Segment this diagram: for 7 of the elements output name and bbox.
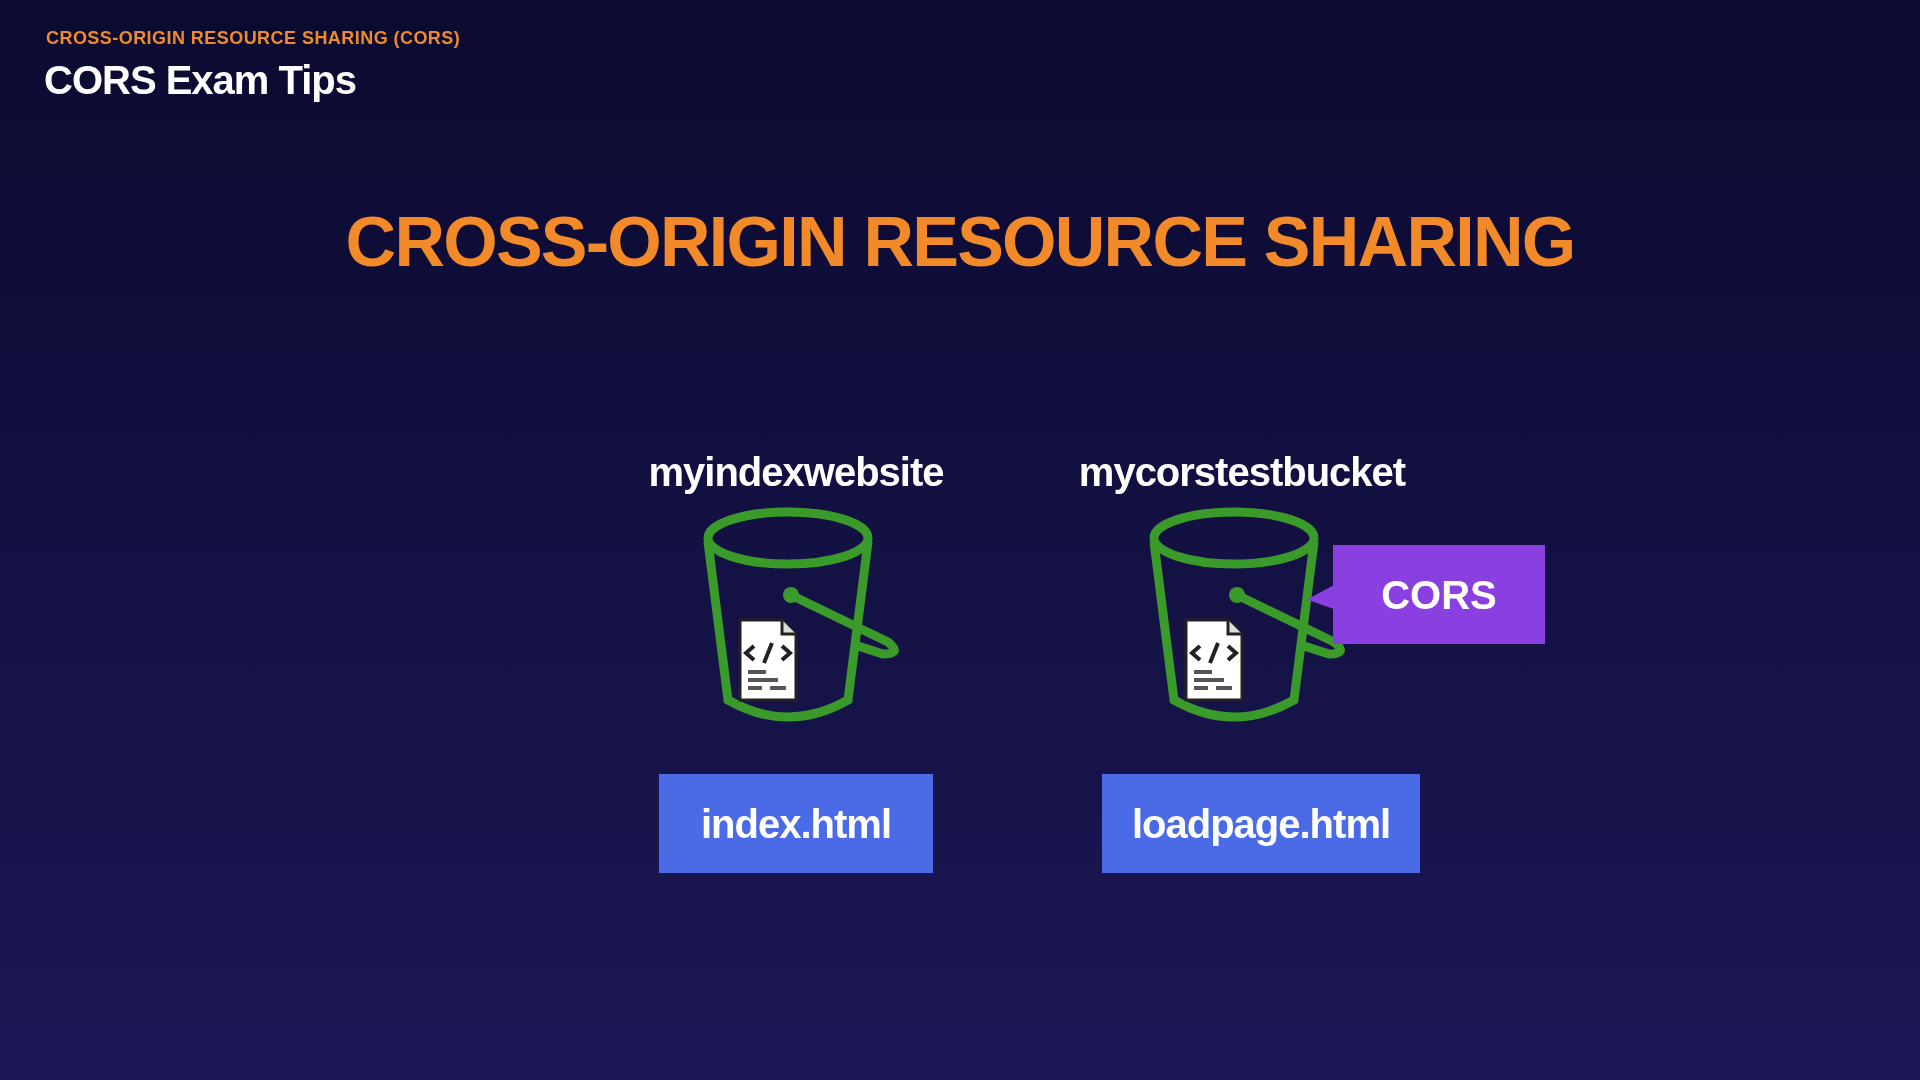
file-name-box: index.html xyxy=(659,774,933,873)
section-kicker: CROSS-ORIGIN RESOURCE SHARING (CORS) xyxy=(46,27,461,50)
bucket-label: mycorstestbucket xyxy=(1078,452,1406,492)
file-name-box: loadpage.html xyxy=(1102,774,1420,873)
bucket-label: myindexwebsite xyxy=(648,452,944,492)
slide-title: CORS Exam Tips xyxy=(44,57,357,104)
heading: CROSS-ORIGIN RESOURCE SHARING xyxy=(344,202,1576,283)
